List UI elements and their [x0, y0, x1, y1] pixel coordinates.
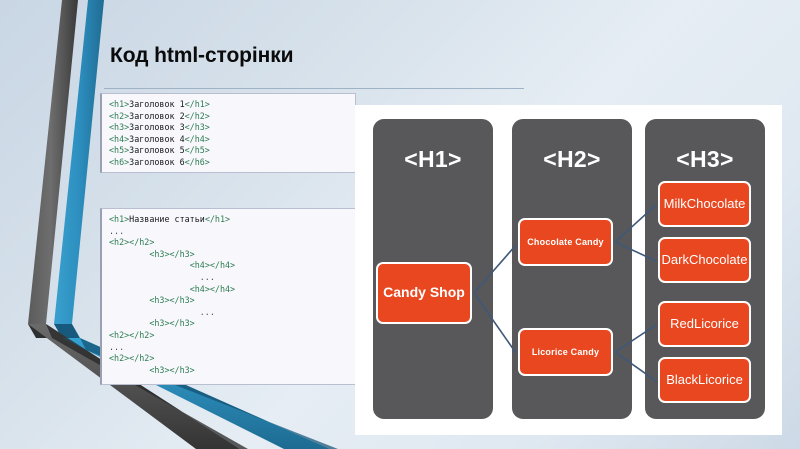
code-block-headings: <h1>Заголовок 1</h1><h2>Заголовок 2</h2>…: [100, 93, 356, 173]
code-line: <h5>Заголовок 5</h5>: [109, 145, 210, 156]
code-line: <h3></h3>: [149, 248, 195, 259]
code-line: ...: [199, 306, 215, 317]
page-title: Код html-сторінки: [110, 44, 294, 67]
code-line: <h6>Заголовок 6</h6>: [109, 156, 210, 167]
column-h2-label: <H2>: [543, 146, 601, 172]
column-h3-label: <H3>: [676, 146, 734, 172]
node-candy-shop: Candy Shop: [376, 262, 472, 324]
code-line: ...: [199, 271, 215, 282]
node-label-line: Dark: [661, 251, 689, 267]
code-line: ...: [109, 341, 125, 352]
node-label-line: Licorice: [694, 315, 739, 331]
code-line: <h2>Заголовок 2</h2>: [109, 110, 210, 121]
node-label-line: Licorice: [698, 371, 743, 387]
node-chocolate-candy: Chocolate Candy: [518, 218, 613, 266]
code-line: <h1>Название статьи</h1>: [109, 214, 231, 224]
code-block-structure: <h1>Название статьи</h1>...<h2></h2> <h3…: [100, 208, 368, 385]
diagram-panel: <H1> <H2> <H3> Candy Shop Chocolate Cand…: [355, 105, 782, 435]
node-label-line: Milk: [663, 195, 687, 211]
column-h1-label: <H1>: [404, 146, 462, 172]
code-line: <h2></h2>: [109, 237, 155, 248]
title-divider: [104, 88, 524, 89]
code-line: <h4></h4>: [189, 260, 236, 271]
code-line: <h2></h2>: [109, 329, 155, 340]
node-licorice-candy: Licorice Candy: [518, 328, 613, 376]
node-label-line: Chocolate: [688, 251, 748, 267]
code-line: <h4>Заголовок 4</h4>: [109, 133, 210, 144]
code-line: <h1>Заголовок 1</h1>: [109, 99, 210, 109]
node-label-line: Chocolate: [686, 195, 746, 211]
code-line: <h4></h4>: [189, 283, 236, 294]
code-line: <h3></h3>: [149, 364, 195, 375]
node-label-line: Red: [670, 315, 695, 331]
code-line: <h2></h2>: [109, 353, 155, 364]
code-line: <h3>Заголовок 3</h3>: [109, 122, 210, 133]
code-line: <h3></h3>: [149, 295, 195, 306]
node-label-line: Black: [666, 371, 698, 387]
connector-lines: [473, 204, 657, 382]
code-line: ...: [109, 225, 125, 236]
code-line: <h3></h3>: [149, 318, 195, 329]
